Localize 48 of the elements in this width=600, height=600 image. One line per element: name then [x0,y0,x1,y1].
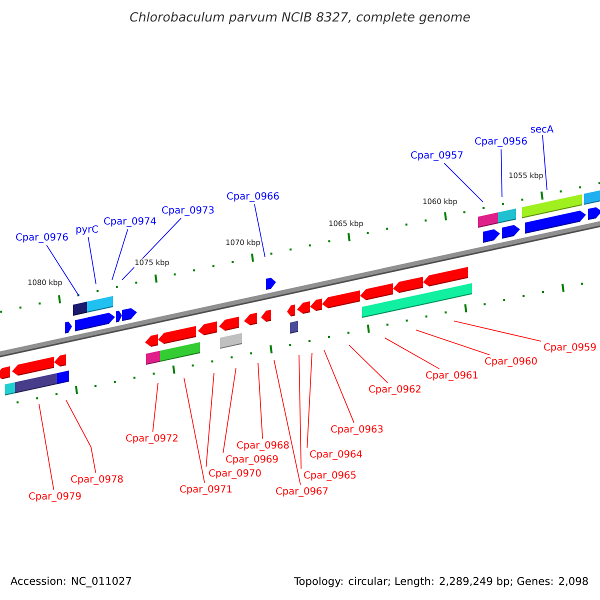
leader-line [298,354,302,470]
gene-label: Cpar_0956 [475,137,527,147]
title: Chlorobaculum parvum NCIB 8327, complete genome [130,12,470,24]
leader-line [184,378,205,484]
leader-line [454,320,542,342]
leader-line [542,134,548,190]
footer-text: Topology: circular; Length: 2,289,249 bp; Genes: 2,098 [294,576,588,588]
gene-label: Cpar_0966 [227,192,279,202]
leader-line [66,400,96,474]
gene-label: secA [530,125,554,133]
leader-line [206,372,214,468]
leader-line [416,330,490,356]
gene-label: Cpar_0972 [126,434,178,444]
leader-line [500,148,502,198]
gene-label: Cpar_0976 [16,233,68,243]
leader-line [384,338,440,370]
gene-label: Cpar_0962 [369,385,420,395]
leader-line [324,350,354,424]
gene-label: Cpar_0973 [162,206,214,216]
gene-label: Cpar_0964 [310,450,362,460]
leader-line [306,352,312,448]
leader-line [254,204,266,258]
leader-line [258,362,263,440]
gene-label: Cpar_0961 [426,371,478,381]
leader-line [112,228,128,280]
leader-line [88,236,96,284]
gene-label: Cpar_0979 [29,492,81,502]
leader-line [274,360,301,486]
leader-line [444,162,484,202]
gene-label: pyrC [76,225,98,235]
gene-label: Cpar_0960 [485,357,537,367]
leader-line [38,404,54,490]
gene-label: Cpar_0978 [71,475,123,485]
gene-label: Cpar_0969 [226,455,278,465]
gene-label: Cpar_0970 [209,469,261,479]
leader-line [46,244,80,296]
gene-label: Cpar_0959 [544,343,596,353]
footer-text: Accession: NC_011027 [10,576,132,588]
leader-line [222,368,236,454]
gene-label: Cpar_0967 [276,487,328,497]
leader-line [348,344,388,384]
gene-label: Cpar_0957 [411,151,463,161]
gene-label: Cpar_0974 [104,217,156,227]
gene-label: Cpar_0965 [304,471,356,481]
leader-line [152,382,158,432]
gene-label: Cpar_0963 [331,425,383,435]
gene-label: Cpar_0971 [180,485,232,495]
gene-label: Cpar_0968 [237,441,289,451]
